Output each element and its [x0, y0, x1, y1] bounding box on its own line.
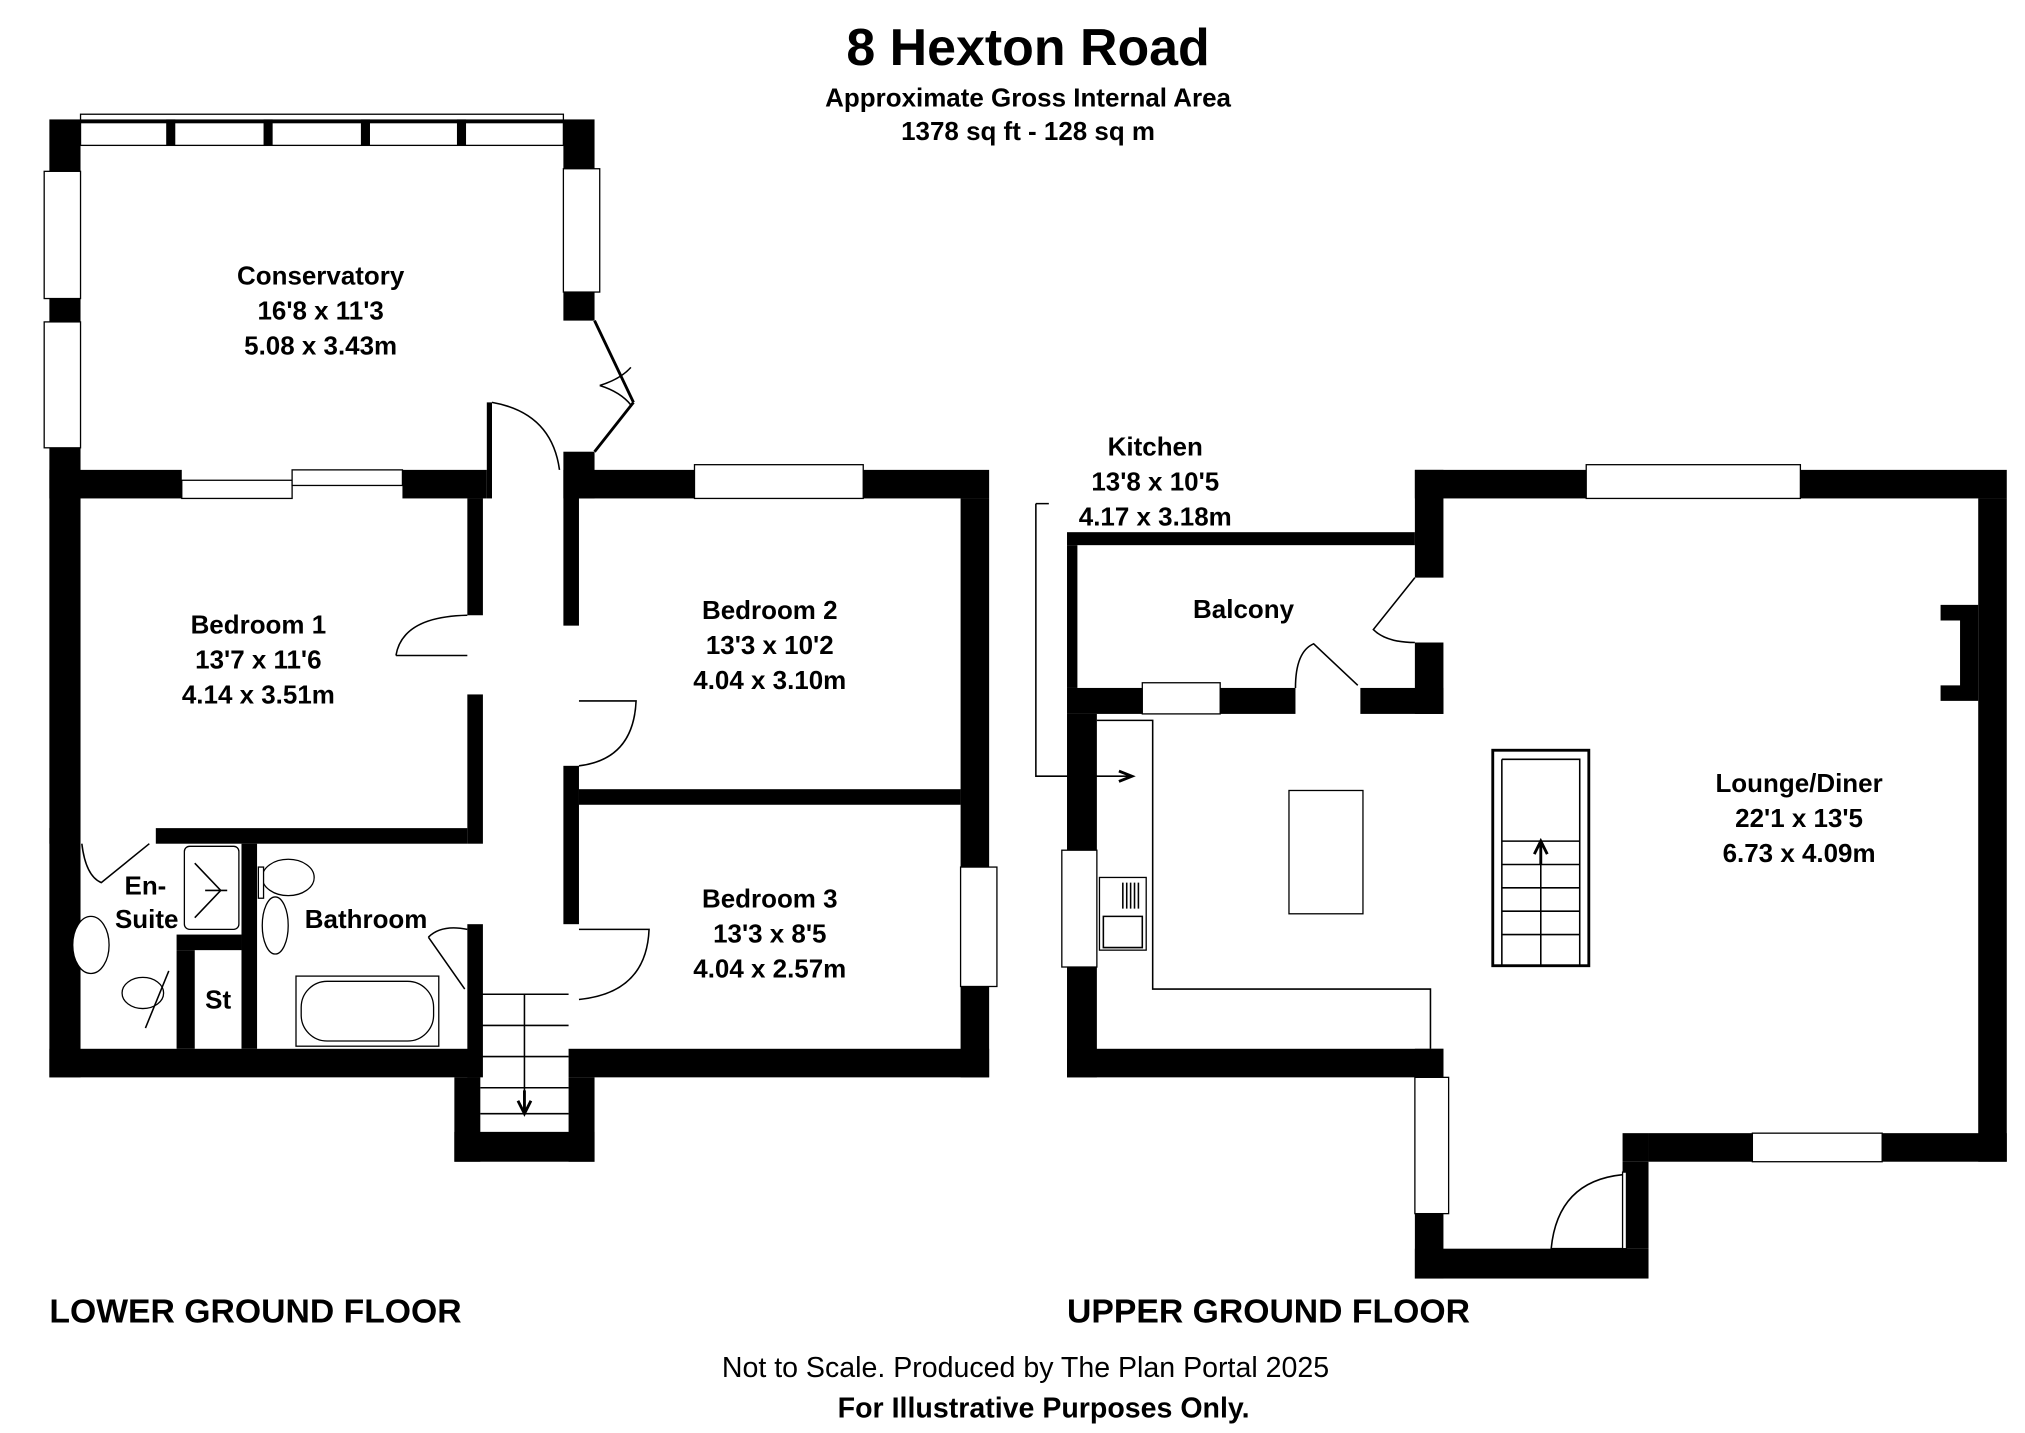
stairs-lower	[480, 993, 569, 1117]
svg-text:13'3 x 10'2: 13'3 x 10'2	[706, 630, 834, 660]
svg-text:4.17 x 3.18m: 4.17 x 3.18m	[1079, 502, 1232, 532]
svg-text:Bedroom 1: Bedroom 1	[191, 609, 327, 639]
floor-label-upper: UPPER GROUND FLOOR	[1067, 1293, 1470, 1331]
svg-text:Bedroom 2: Bedroom 2	[702, 595, 838, 625]
room-store: St	[205, 985, 231, 1015]
room-en-suite: En- Suite	[115, 870, 178, 934]
room-bedroom-2: Bedroom 2 13'3 x 10'2 4.04 x 3.10m	[693, 595, 846, 695]
room-balcony: Balcony	[1193, 594, 1295, 624]
svg-text:22'1 x 13'5: 22'1 x 13'5	[1735, 803, 1863, 833]
room-conservatory: Conservatory 16'8 x 11'3 5.08 x 3.43m	[237, 260, 405, 360]
stairs-upper	[1491, 748, 1591, 968]
svg-text:6.73 x 4.09m: 6.73 x 4.09m	[1723, 838, 1876, 868]
area-value: 1378 sq ft - 128 sq m	[901, 116, 1155, 146]
lower-ground-floor-plan	[43, 113, 998, 1162]
room-kitchen: Kitchen 13'8 x 10'5 4.17 x 3.18m	[1079, 432, 1232, 532]
page-title: 8 Hexton Road	[846, 19, 1209, 77]
svg-text:Lounge/Diner: Lounge/Diner	[1715, 768, 1882, 798]
area-label: Approximate Gross Internal Area	[825, 82, 1231, 112]
svg-text:Conservatory: Conservatory	[237, 260, 405, 290]
footer-illustrative: For Illustrative Purposes Only.	[838, 1392, 1250, 1424]
floor-label-lower: LOWER GROUND FLOOR	[49, 1293, 461, 1331]
svg-text:Bedroom 3: Bedroom 3	[702, 883, 838, 913]
svg-text:5.08 x 3.43m: 5.08 x 3.43m	[244, 330, 397, 360]
svg-text:4.14 x 3.51m: 4.14 x 3.51m	[182, 680, 335, 710]
footer-disclaimer: Not to Scale. Produced by The Plan Porta…	[722, 1352, 1329, 1384]
svg-text:Kitchen: Kitchen	[1108, 432, 1203, 462]
svg-text:13'3 x 8'5: 13'3 x 8'5	[713, 918, 826, 948]
svg-text:4.04 x 2.57m: 4.04 x 2.57m	[693, 953, 846, 983]
room-lounge-diner: Lounge/Diner 22'1 x 13'5 6.73 x 4.09m	[1715, 768, 1882, 868]
svg-text:13'8 x 10'5: 13'8 x 10'5	[1091, 467, 1219, 497]
room-bathroom: Bathroom	[305, 904, 428, 934]
svg-text:Suite: Suite	[115, 904, 178, 934]
room-bedroom-3: Bedroom 3 13'3 x 8'5 4.04 x 2.57m	[693, 883, 846, 983]
upper-ground-floor-plan	[1035, 464, 2007, 1279]
svg-text:16'8 x 11'3: 16'8 x 11'3	[257, 295, 383, 325]
svg-text:13'7 x 11'6: 13'7 x 11'6	[195, 644, 321, 674]
svg-text:En-: En-	[125, 870, 167, 900]
room-bedroom-1: Bedroom 1 13'7 x 11'6 4.14 x 3.51m	[182, 609, 335, 709]
svg-text:4.04 x 3.10m: 4.04 x 3.10m	[693, 665, 846, 695]
